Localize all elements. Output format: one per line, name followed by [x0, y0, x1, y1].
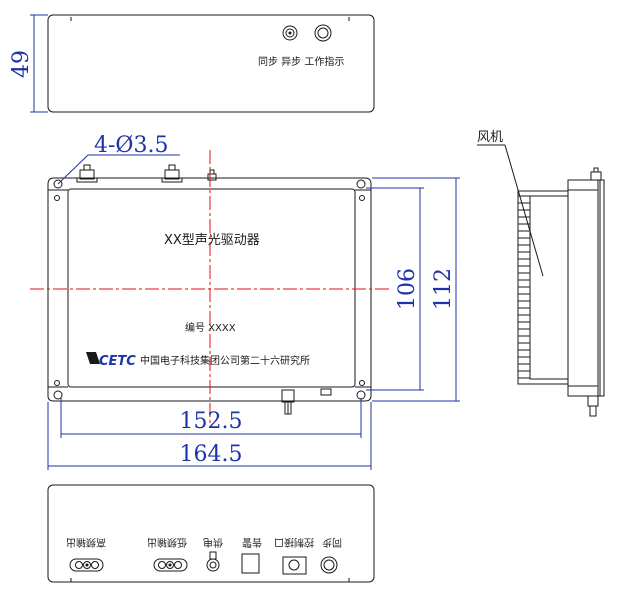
fan-region: [529, 195, 569, 380]
sync-port-bottom: [320, 556, 338, 574]
bottom-view: 高频输出 低频输出 供电 告警 控制接口 同步: [47, 484, 375, 583]
front-view: XX型声光驱动器 编号 XXXX CETC 中国电子科技集团公司第二十六研究所 …: [30, 133, 460, 470]
dim-106-text: 106: [395, 268, 420, 310]
alarm-port: [241, 553, 260, 574]
device-title: XX型声光驱动器: [164, 233, 260, 248]
side-connector-bottom: [587, 395, 599, 417]
cetc-logo: CETC: [86, 352, 136, 369]
serial-label: 编号 XXXX: [185, 321, 236, 334]
fan-leader-line: [504, 144, 544, 277]
label-power: 供电: [203, 536, 223, 549]
label-alarm: 告警: [242, 536, 262, 549]
top-connector-labels: 同步 异步 工作指示: [258, 55, 344, 68]
side-view: 风机: [477, 130, 605, 417]
dim-152-text: 152.5: [180, 409, 243, 434]
top-view: 同步 异步 工作指示 49: [9, 14, 375, 113]
screw-4: [359, 380, 365, 386]
sync-connector-top: [282, 25, 298, 41]
mount-hole-tl: [53, 179, 63, 189]
heatsink-fins: [518, 195, 530, 379]
dim-49-text: 49: [9, 50, 34, 78]
bottom-connector-front: [281, 389, 295, 415]
front-view-body: [67, 188, 356, 388]
fan-label: 风机: [477, 130, 503, 145]
logo-text: CETC: [99, 354, 136, 369]
side-flange: [597, 179, 605, 397]
mount-hole-bl: [53, 390, 63, 400]
control-port: [282, 556, 307, 575]
bottom-view-outline: [47, 484, 375, 583]
bottom-port-front: [320, 388, 332, 396]
hf-output-port: [69, 558, 104, 572]
mount-hole-tr: [356, 179, 366, 189]
dim-164-text: 164.5: [180, 442, 243, 467]
async-connector-top: [314, 24, 332, 42]
mount-hole-br: [356, 390, 366, 400]
power-port: [206, 551, 220, 572]
front-view-outline: [47, 177, 372, 402]
side-housing: [567, 179, 601, 397]
screw-2: [359, 195, 365, 201]
label-control-port: 控制接口: [274, 536, 314, 549]
label-sync: 同步: [322, 536, 342, 548]
top-view-outline: [47, 14, 375, 113]
lf-output-port: [153, 558, 188, 572]
label-hf-output: 高频输出: [66, 536, 106, 549]
label-lf-output: 低频输出: [147, 536, 187, 549]
side-connector-top: [590, 167, 602, 181]
dim-holes-text: 4-Ø3.5: [94, 133, 168, 158]
sync-connector-front: [76, 164, 98, 183]
hole-leader-line: [57, 154, 89, 185]
screw-1: [54, 195, 60, 201]
dim-112-text: 112: [431, 268, 456, 310]
indicator-led-front: [207, 169, 217, 181]
company-name: 中国电子科技集团公司第二十六研究所: [140, 354, 310, 367]
async-connector-front: [161, 164, 183, 183]
screw-3: [54, 380, 60, 386]
